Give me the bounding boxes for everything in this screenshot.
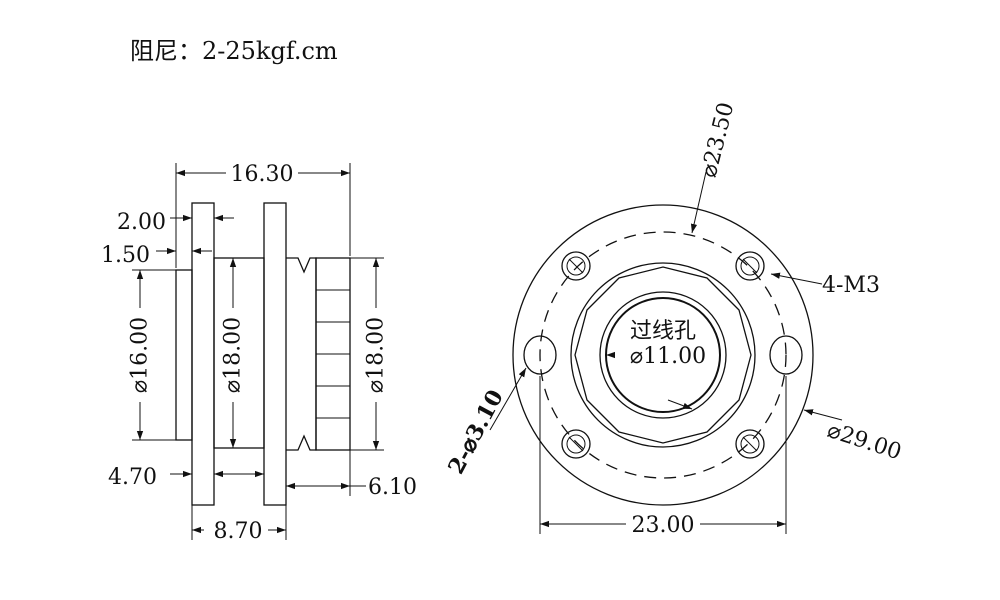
mount-hole bbox=[523, 335, 557, 375]
left-flange bbox=[191, 202, 215, 506]
hex-nut bbox=[574, 266, 752, 444]
m3-hole bbox=[735, 429, 765, 459]
neck bbox=[286, 257, 317, 451]
outer-circle bbox=[512, 204, 814, 506]
dim-bolt-circle: ⌀23.50 bbox=[697, 100, 740, 180]
rear-body bbox=[175, 269, 193, 441]
hub-circle bbox=[570, 262, 756, 448]
dim-hole-span: 23.00 bbox=[632, 513, 695, 538]
dim-step: 1.50 bbox=[101, 243, 150, 268]
right-flange bbox=[263, 202, 287, 506]
dim-overall-length: 16.30 bbox=[231, 162, 294, 187]
damping-label: 阻尼：2-25kgf.cm bbox=[130, 37, 338, 65]
m3-hole bbox=[561, 429, 591, 459]
dim-len-a: 4.70 bbox=[108, 465, 157, 490]
m3-hole bbox=[561, 251, 591, 281]
wire-hole-label: 过线孔 bbox=[630, 319, 696, 344]
dim-len-c: 8.70 bbox=[214, 519, 263, 544]
dim-outer-dia: ⌀29.00 bbox=[824, 418, 904, 465]
dim-dia-right: ⌀18.00 bbox=[364, 317, 389, 393]
dim-flange-gap: 2.00 bbox=[117, 210, 166, 235]
side-view: 16.30 2.00 1.50 ⌀16.00 ⌀18.00 ⌀18.00 4.7… bbox=[101, 160, 417, 544]
front-view: 过线孔 ⌀11.00 ⌀23.50 4-M3 2-⌀3.10 ⌀29.00 23… bbox=[443, 100, 904, 538]
dim-dia-mid: ⌀18.00 bbox=[221, 317, 246, 393]
dim-dia-body: ⌀16.00 bbox=[128, 317, 153, 393]
mount-hole bbox=[769, 335, 803, 375]
dim-mount-holes: 2-⌀3.10 bbox=[443, 386, 509, 479]
bore-outer bbox=[599, 291, 727, 419]
wire-hole-dia: ⌀11.00 bbox=[630, 344, 706, 369]
m3-hole bbox=[735, 251, 765, 281]
dim-len-b: 6.10 bbox=[368, 475, 417, 500]
thread-label: 4-M3 bbox=[822, 273, 880, 298]
bolt-circle bbox=[539, 231, 787, 479]
